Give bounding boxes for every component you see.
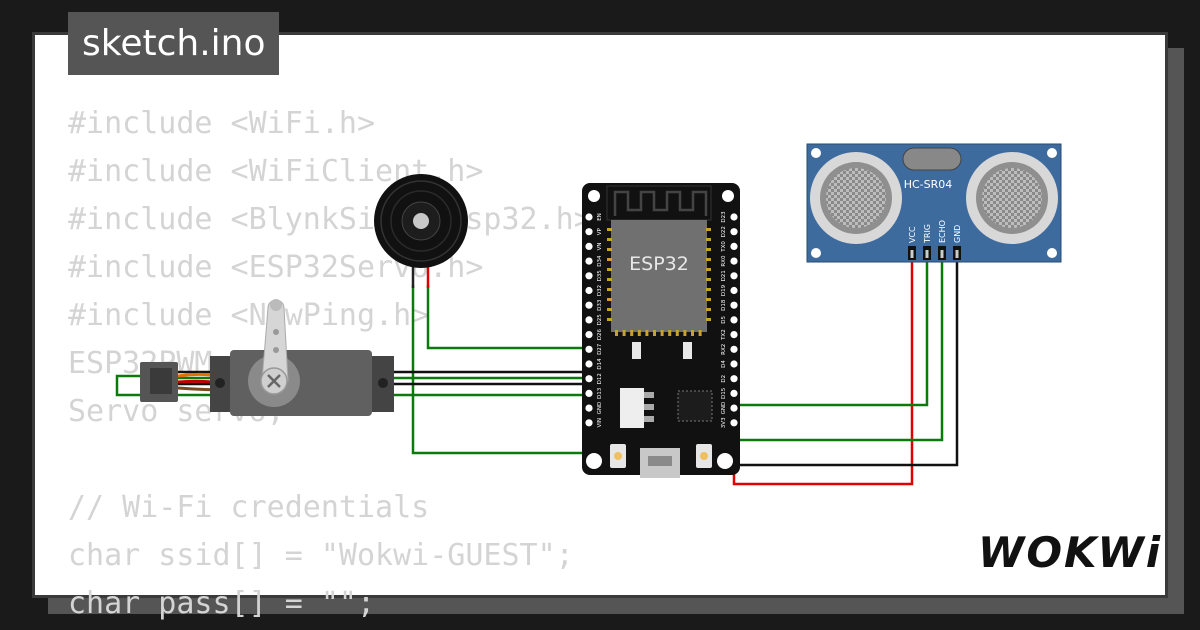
esp32-pin-hole[interactable] [585,360,593,368]
usb-uart-chip [677,390,713,422]
sensor-pin-labels: VCC TRIG ECHO GND [908,220,962,244]
esp32-pin-label: D5 [721,316,727,324]
esp32-pin-hole[interactable] [585,272,593,280]
module-pads [607,228,711,336]
esp32-pin-hole[interactable] [730,419,738,427]
esp32-pin-label: D4 [721,360,727,368]
esp32-pin-hole[interactable] [730,301,738,309]
esp32-pin-hole[interactable] [585,228,593,236]
esp32-pin-hole[interactable] [585,316,593,324]
esp32-pin-label: D21 [721,270,727,281]
esp32-pin-hole[interactable] [730,360,738,368]
esp32-pin-label: GND [597,402,603,415]
esp32-pin-label: D25 [597,314,603,326]
esp32-module [611,220,707,332]
esp32-pin-label: D18 [721,299,727,311]
capacitor [683,342,692,359]
esp32-pin-hole[interactable] [585,286,593,295]
esp32-pin-hole[interactable] [585,213,593,221]
antenna-trace [613,190,708,216]
esp32-pin-hole[interactable] [585,404,593,412]
esp32-pin-label: D12 [597,373,603,384]
esp32-pin-hole[interactable] [730,404,738,412]
esp32-pin-hole[interactable] [585,345,593,353]
esp32-pin-hole[interactable] [730,345,738,353]
sensor-pin-label: VCC [908,226,917,243]
servo-motor[interactable] [140,299,394,416]
esp32-pin-hole[interactable] [730,272,738,280]
esp32-pin-label: D27 [597,343,603,355]
code-line: // Wi-Fi credentials [68,490,430,525]
esp32-pin-label: D22 [721,226,727,237]
esp32-pin-label: D32 [597,285,603,296]
esp32-pin-hole[interactable] [730,286,738,295]
esp32-pin-hole[interactable] [730,228,738,236]
esp32-pin-label: RX2 [721,344,727,355]
esp32-pin-label: VP [597,227,603,235]
crystal [902,147,962,171]
esp32-pin-label: D33 [597,299,603,311]
sensor-model-label: HC-SR04 [904,178,953,191]
esp32-pin-label: TX2 [721,329,727,341]
esp32-pin-hole[interactable] [730,257,738,265]
code-line: char ssid[] = "Wokwi-GUEST"; [68,538,574,573]
esp32-pin-hole[interactable] [585,419,593,427]
sensor-pin-label: ECHO [938,220,947,243]
esp32-pin-label: TX0 [721,241,727,253]
esp32-pin-hole[interactable] [585,242,593,250]
esp32-pin-hole[interactable] [730,242,738,250]
esp32-pin-label: D26 [597,328,603,340]
esp32-pin-label: D14 [597,358,603,370]
capacitor [632,342,641,359]
esp32-pin-label: D23 [721,211,727,223]
esp32-pin-hole[interactable] [730,331,738,339]
esp32-pin-hole[interactable] [730,316,738,324]
esp32-pin-label: D19 [721,284,727,296]
esp32-pin-hole[interactable] [730,213,738,221]
voltage-regulator [620,388,644,428]
sensor-pin-headers [908,246,961,260]
sensor-pin-label: GND [953,225,962,243]
esp32-pin-hole[interactable] [585,389,593,397]
esp32-pin-label: D15 [721,387,727,399]
file-tab[interactable]: sketch.ino [68,12,280,75]
esp32-pin-label: VN [597,242,603,250]
esp32-pin-hole[interactable] [730,389,738,397]
code-line: #include <WiFi.h> [68,106,376,141]
esp32-pin-label: D13 [597,387,603,399]
buzzer-signal-wire [426,285,592,350]
esp32-pin-label: D34 [597,255,603,267]
esp32-pin-hole[interactable] [585,301,593,309]
code-line: char pass[] = ""; [68,586,376,621]
transducer-left [810,152,902,244]
buzzer[interactable] [374,174,468,288]
esp32-pin-hole[interactable] [585,257,593,265]
code-line: #include <NewPing.h> [68,298,430,333]
esp32-pin-hole[interactable] [585,375,593,383]
esp32-pin-label: VIN [597,418,603,428]
sensor-gnd-wire [734,258,959,467]
sensor-vcc-wire [732,258,914,486]
esp32-pin-label: RX0 [721,255,727,267]
esp32-pin-label: 3V3 [721,417,727,428]
sensor-trig-wire [734,258,929,407]
transducer-right [966,152,1058,244]
esp32-pin-label: D2 [721,375,727,383]
esp32-pin-label: GND [721,402,727,415]
hc-sr04-sensor[interactable]: HC-SR04 VCC TRIG ECHO GND [806,143,1062,263]
esp32-pin-label: D35 [597,270,603,282]
code-line: #include <WiFiClient.h> [68,154,484,189]
wokwi-logo: WOKWi [978,528,1163,577]
esp32-pin-label: EN [597,213,603,221]
esp32-pin-hole[interactable] [730,375,738,383]
sensor-pin-label: TRIG [923,224,932,244]
esp32-pin-hole[interactable] [585,331,593,339]
chip-label: ESP32 [629,253,689,275]
